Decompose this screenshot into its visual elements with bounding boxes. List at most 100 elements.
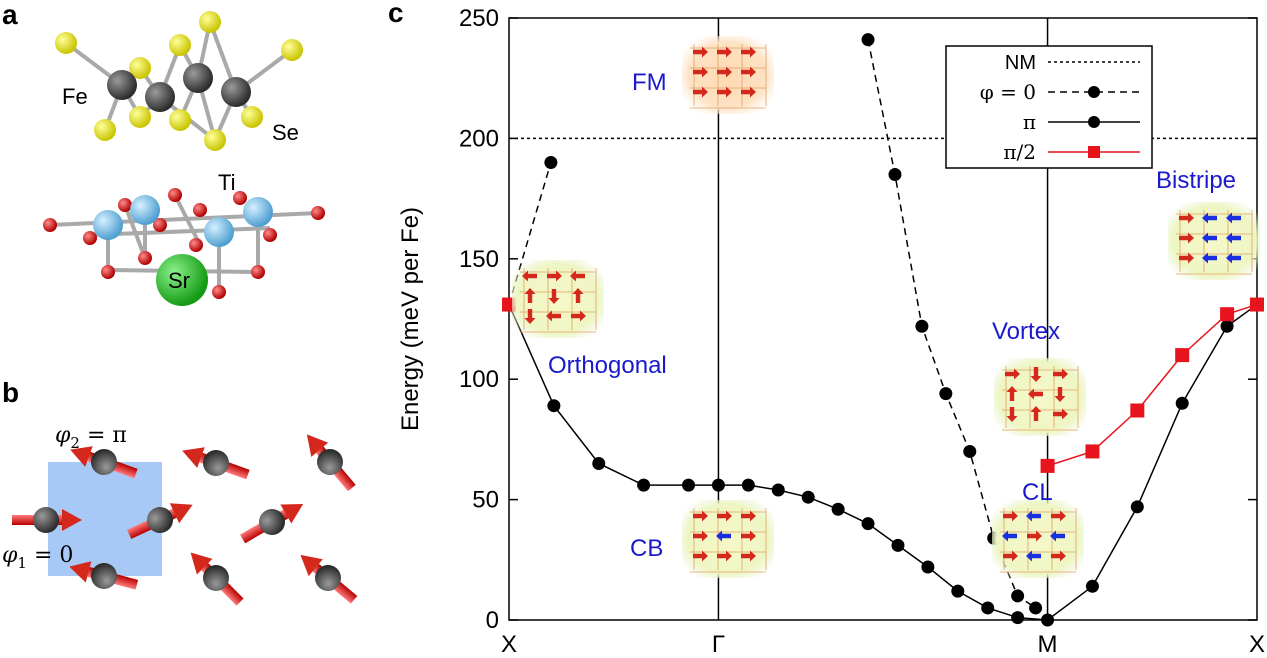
- panel-a-letter: a: [2, 0, 18, 30]
- pi2-point-4: [1175, 348, 1190, 363]
- spin-2: [306, 434, 356, 492]
- pi-point-16: [1041, 613, 1055, 627]
- spin-atom-2: [317, 449, 343, 475]
- panel-c-letter: c: [388, 0, 404, 28]
- x-tick-label-2: M: [1038, 631, 1058, 658]
- inset-cb-spin-1-0: [693, 530, 708, 542]
- inset-vortex-spin-1-2: [1054, 387, 1066, 402]
- inset-orthogonal-spin-1-1: [548, 289, 560, 304]
- sr-atom: [156, 254, 208, 306]
- y-tick-label-0: 0: [486, 607, 499, 634]
- inset-cl-spin-0-2: [1051, 510, 1066, 522]
- inset-vortex-spin-2-0: [1006, 407, 1018, 422]
- pi-point-14: [981, 601, 995, 615]
- inset-bistripe-spin-0-2: [1226, 212, 1241, 224]
- inset-fm: [682, 36, 774, 114]
- inset-cb-spin-0-0: [693, 510, 708, 522]
- inset-cl-spin-2-2: [1051, 550, 1066, 562]
- pi2-point-3: [1130, 403, 1145, 418]
- y-tick-label-250: 250: [459, 5, 499, 32]
- panel-b-letter: b: [2, 377, 19, 408]
- y-tick-label-50: 50: [472, 487, 499, 514]
- inset-bistripe-spin-2-2: [1226, 252, 1241, 264]
- pi2-point-1: [1040, 458, 1055, 473]
- inset-cb-spin-1-2: [741, 530, 756, 542]
- inset-orthogonal-spin-0-1: [547, 270, 562, 282]
- inset-cl-spin-2-0: [1003, 550, 1018, 562]
- pi-point-3: [637, 478, 651, 492]
- spin-head-1: [182, 447, 205, 468]
- inset-orthogonal-spin-1-0: [524, 288, 536, 303]
- legend-box: [945, 45, 1153, 169]
- pi-point-15: [1011, 611, 1025, 625]
- inset-orthogonal-spin-1-2: [572, 288, 584, 303]
- annotation-bistripe: Bistripe: [1156, 167, 1236, 194]
- inset-orthogonal-spin-2-2: [571, 310, 586, 322]
- phi2-label: φ2 = π: [55, 423, 127, 452]
- spin-arrows: [12, 434, 358, 606]
- inset-vortex-spin-0-1: [1030, 367, 1042, 382]
- inset-cb-spin-2-2: [741, 550, 756, 562]
- spin-5: [240, 504, 304, 544]
- spin-head-6: [69, 561, 92, 583]
- x-tick-label-0: X: [501, 631, 517, 658]
- inset-fm-spin-0-1: [717, 46, 732, 58]
- legend-marker-phi0: [1088, 86, 1100, 98]
- inset-orthogonal-spin-2-0: [524, 309, 536, 324]
- inset-orthogonal: [512, 260, 604, 338]
- inset-cl: [992, 500, 1084, 578]
- pi2-point-5: [1220, 307, 1235, 322]
- inset-fm-spin-2-2: [741, 86, 756, 98]
- phi0-point-1-2: [915, 319, 929, 333]
- legend-label-phi0: φ = 0: [980, 80, 1036, 104]
- inset-cb: [682, 500, 774, 578]
- panel-b: b φ2 = π φ1 = 0: [2, 377, 358, 606]
- annotation-orthogonal: Orthogonal: [548, 352, 667, 379]
- phi1-label: φ1 = 0: [2, 543, 73, 572]
- spin-1: [182, 447, 250, 480]
- inset-orthogonal-spin-0-2: [570, 270, 585, 282]
- y-tick-label-100: 100: [459, 366, 499, 393]
- annotation-vortex: Vortex: [992, 318, 1060, 345]
- inset-cb-spin-2-1: [717, 550, 732, 562]
- magnetic-order-insets: [512, 36, 1260, 578]
- spin-atom-7: [203, 565, 229, 591]
- pi-point-20: [1220, 319, 1234, 333]
- inset-cl-spin-0-0: [1003, 510, 1018, 522]
- inset-cb-spin-1-1: [716, 530, 731, 542]
- inset-cl-spin-0-1: [1026, 510, 1041, 522]
- y-tick-label-200: 200: [459, 125, 499, 152]
- inset-bistripe-spin-1-2: [1226, 232, 1241, 244]
- annotation-fm: FM: [632, 69, 667, 96]
- spin-atom-5: [259, 509, 285, 535]
- plot-frame: [508, 17, 1258, 621]
- pi-point-10: [861, 517, 875, 531]
- inset-bistripe-spin-2-1: [1202, 252, 1217, 264]
- inset-fm-spin-0-2: [741, 46, 756, 58]
- spin-8: [300, 554, 358, 604]
- pi-point-1: [547, 399, 561, 413]
- phi0-point-1-6: [1011, 589, 1025, 603]
- pi-point-8: [801, 490, 815, 504]
- legend-label-pi: π: [1023, 110, 1036, 134]
- srtio3-o-atoms: [43, 188, 325, 299]
- spin-7: [190, 552, 244, 606]
- spin-atom-6: [91, 563, 117, 589]
- annotation-cb: CB: [630, 535, 663, 562]
- pi-point-12: [921, 560, 935, 574]
- srtio3-ti-atoms: [93, 195, 273, 247]
- inset-vortex: [994, 358, 1086, 436]
- inset-orthogonal-spin-0-0: [522, 270, 537, 282]
- y-axis-title: Energy (meV per Fe): [397, 207, 424, 431]
- spin-atom-0: [91, 449, 117, 475]
- inset-bistripe-spin-0-0: [1179, 212, 1194, 224]
- label-sr: Sr: [168, 268, 190, 293]
- fese-se-atoms: [55, 11, 303, 151]
- spin-head-8: [300, 554, 323, 577]
- inset-cb-spin-2-0: [693, 550, 708, 562]
- pi-point-6: [741, 478, 755, 492]
- spin-atom-4: [147, 507, 173, 533]
- inset-fm-spin-1-0: [693, 66, 708, 78]
